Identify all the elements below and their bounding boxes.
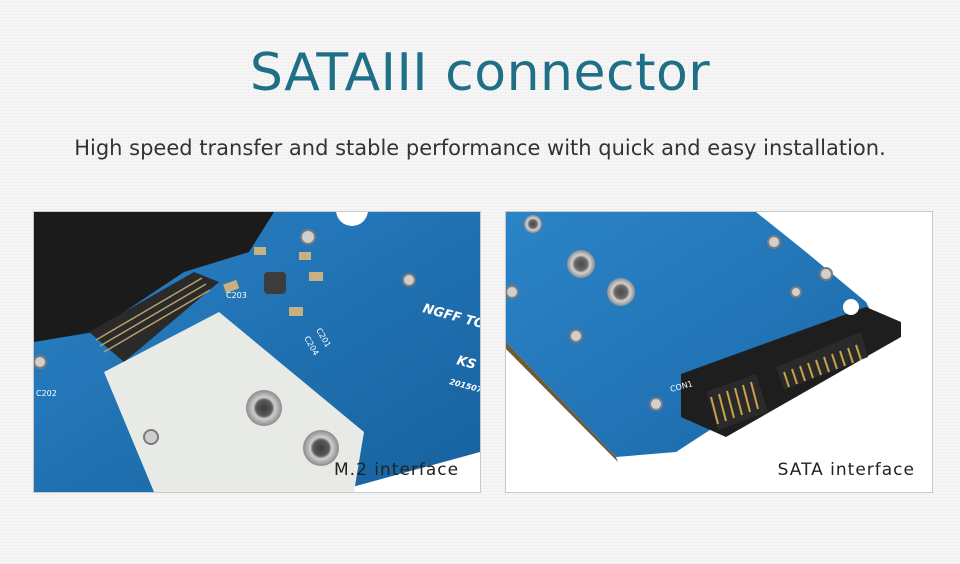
smd-components	[223, 247, 323, 316]
sata-interface-panel: CON1 SATA interface	[505, 211, 933, 493]
page-subtitle: High speed transfer and stable performan…	[74, 136, 886, 160]
m2-label-area	[104, 312, 364, 492]
m2-interface-caption: M.2 interface	[334, 460, 460, 480]
label-c203: C203	[226, 291, 247, 300]
mounting-holes	[34, 229, 416, 466]
mounting-holes	[506, 215, 833, 411]
sata-interface-caption: SATA interface	[777, 460, 915, 480]
board-code: KS	[455, 353, 478, 373]
m2-connector-pins	[95, 277, 211, 353]
pcb-board	[506, 212, 876, 457]
m2-connector	[34, 212, 274, 342]
sata-board-image: CON1	[506, 212, 932, 492]
sata-connector	[681, 307, 901, 437]
m2-interface-panel: NGFF TO KS 201507 C203 C201 C204 C202 M.…	[33, 211, 481, 493]
m2-board-image: NGFF TO KS 201507 C203 C201 C204 C202	[34, 212, 480, 492]
page-title: SATAIII connector	[249, 43, 711, 103]
label-c202: C202	[36, 389, 57, 398]
